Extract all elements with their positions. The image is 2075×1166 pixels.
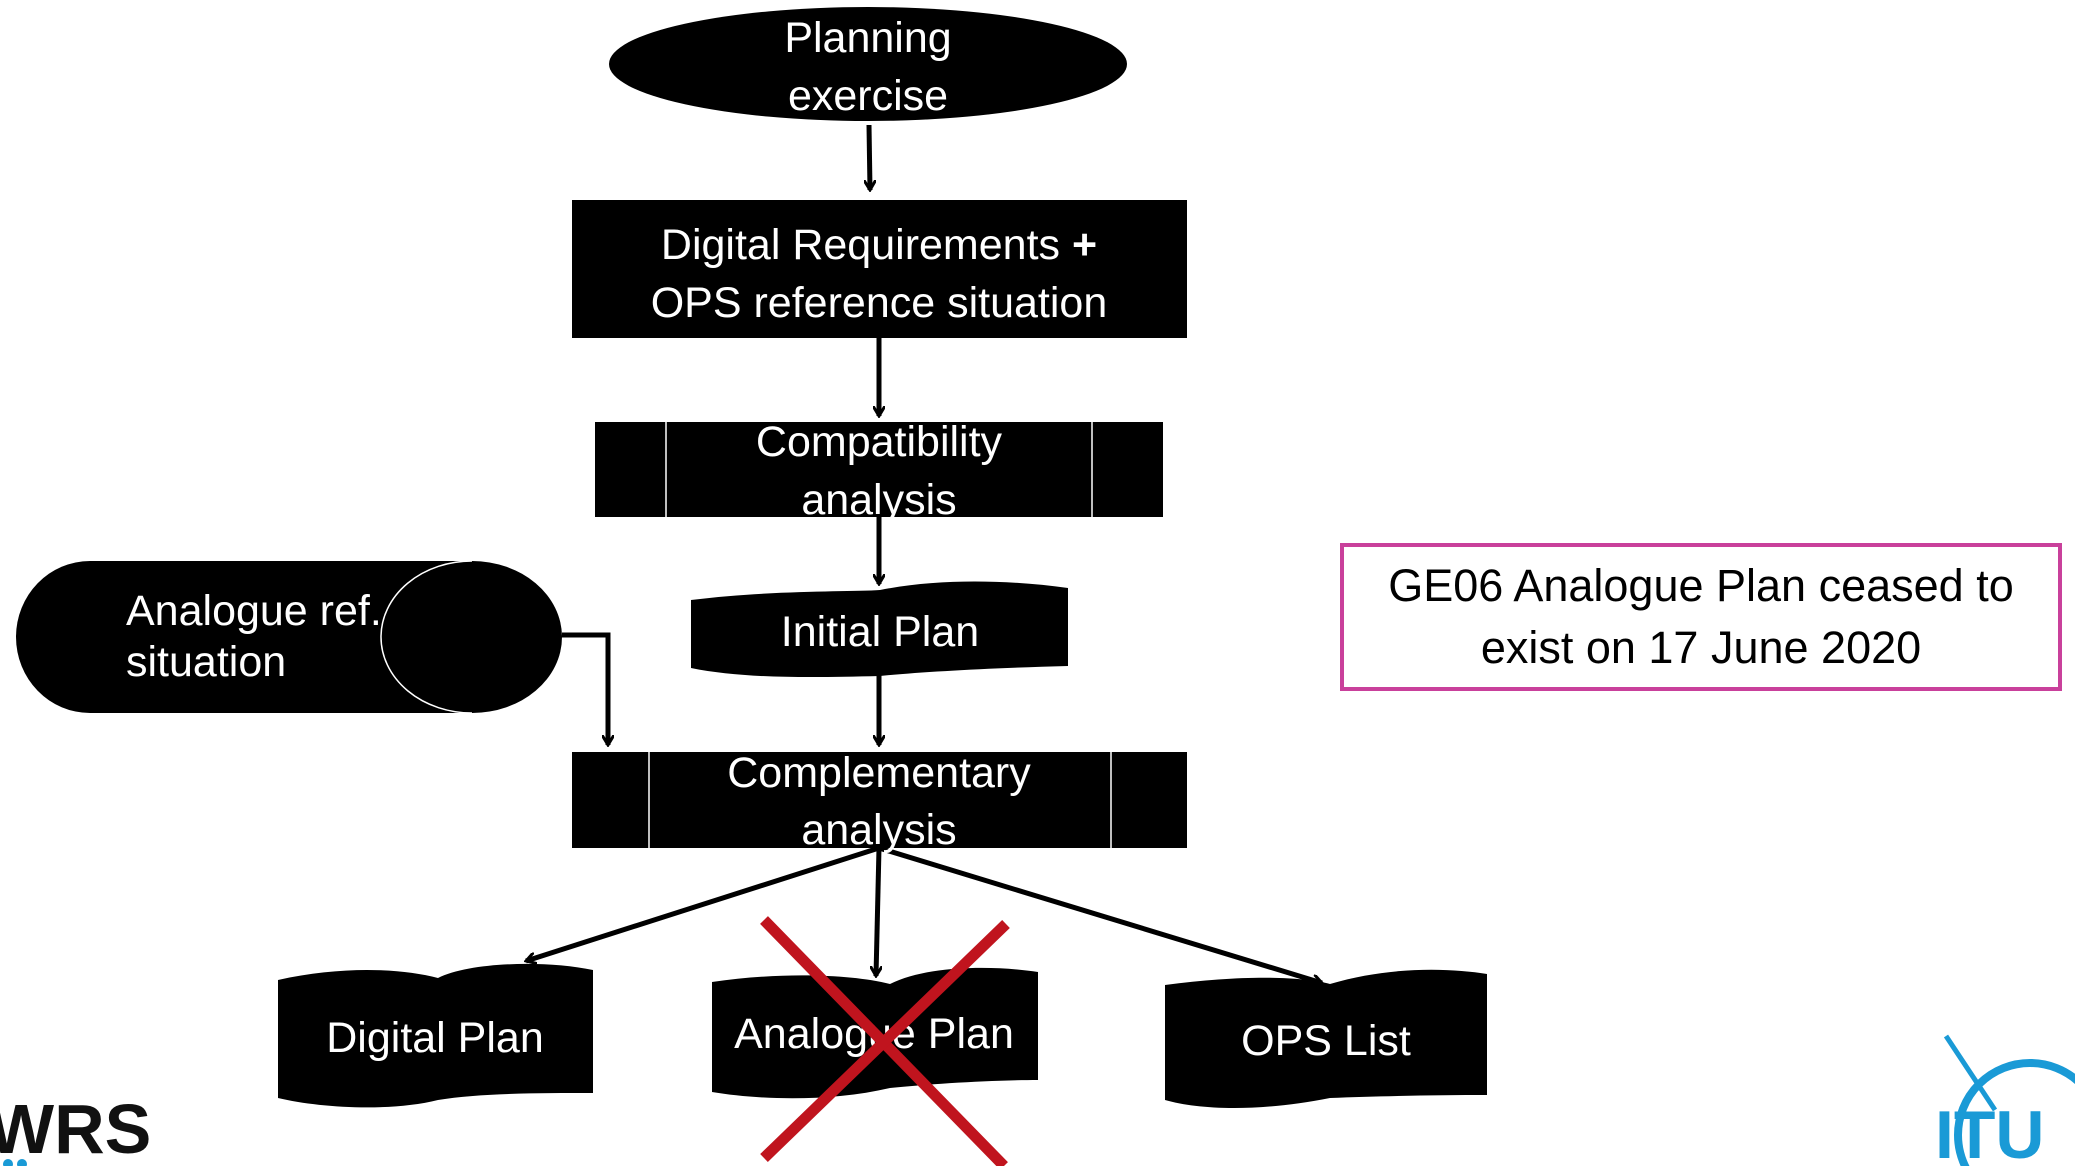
document-shape: [1165, 969, 1487, 1108]
wrs-logo: WRS: [0, 1090, 151, 1166]
arrow-analogue-ref-to-complementary: [562, 632, 608, 745]
node-analogue-plan: Analogue Plan: [712, 916, 1038, 1166]
complementary-analysis-line1: Complementary: [727, 749, 1031, 797]
node-digital-requirements: Digital Requirements + OPS reference sit…: [572, 200, 1187, 338]
terminator-shape: [609, 7, 1127, 121]
stored-data-inner-curve: [380, 560, 473, 714]
arrow-complementary-to-ops-list: [878, 845, 1322, 983]
connectors: [526, 124, 1322, 983]
wrs-logo-text: WRS: [0, 1090, 151, 1166]
ge06-note-text: GE06 Analogue Plan ceased to exist on 17…: [1388, 555, 2013, 679]
itu-logo-antenna: [1943, 1034, 1998, 1112]
node-compatibility-analysis: Compatibility analysis: [595, 418, 1163, 524]
strikeout-cross: [760, 916, 1010, 1166]
node-planning-exercise: Planning exercise: [609, 7, 1127, 121]
arrow-complementary-to-digital-plan: [526, 845, 880, 961]
predefined-process-shape: [595, 422, 1163, 517]
ops-list-label: OPS List: [1241, 1017, 1411, 1065]
node-analogue-ref-situation: Analogue ref. situation: [16, 560, 562, 714]
itu-logo: ITU: [1935, 1034, 2075, 1166]
node-digital-plan: Digital Plan: [278, 963, 593, 1108]
arrow-complementary-to-analogue-plan: [876, 847, 879, 976]
cross-line-b: [760, 920, 1010, 1162]
process-shape: [572, 200, 1187, 338]
wrs-logo-dot: [17, 1159, 27, 1166]
node-complementary-analysis: Complementary analysis: [572, 749, 1187, 854]
arrow-planning-to-requirements: [869, 124, 870, 190]
planning-exercise-line2: exercise: [788, 72, 948, 120]
document-shape: [278, 963, 593, 1108]
document-shape: [691, 581, 1068, 678]
ge06-note-line1: GE06 Analogue Plan ceased to: [1388, 560, 2014, 611]
digital-requirements-line2: OPS reference situation: [651, 279, 1108, 327]
itu-logo-text: ITU: [1935, 1097, 2045, 1166]
node-initial-plan: Initial Plan: [691, 581, 1068, 678]
analogue-ref-line2: situation: [126, 638, 286, 686]
analogue-ref-line1: Analogue ref.: [126, 587, 382, 635]
digital-plan-label: Digital Plan: [326, 1014, 544, 1062]
initial-plan-label: Initial Plan: [781, 608, 979, 656]
planning-exercise-line1: Planning: [784, 14, 951, 62]
stored-data-shape: [16, 561, 562, 713]
node-ops-list: OPS List: [1165, 969, 1487, 1108]
wrs-logo-dot: [3, 1159, 13, 1166]
digital-requirements-line1: Digital Requirements +: [661, 221, 1097, 269]
itu-logo-ring: [1954, 1059, 2075, 1166]
compatibility-analysis-line2: analysis: [801, 476, 956, 524]
predefined-process-shape: [572, 752, 1187, 848]
compatibility-analysis-line1: Compatibility: [756, 418, 1003, 466]
ge06-note-box: GE06 Analogue Plan ceased to exist on 17…: [1340, 543, 2062, 691]
complementary-analysis-line2: analysis: [801, 806, 956, 854]
ge06-note-line2: exist on 17 June 2020: [1480, 622, 1922, 673]
